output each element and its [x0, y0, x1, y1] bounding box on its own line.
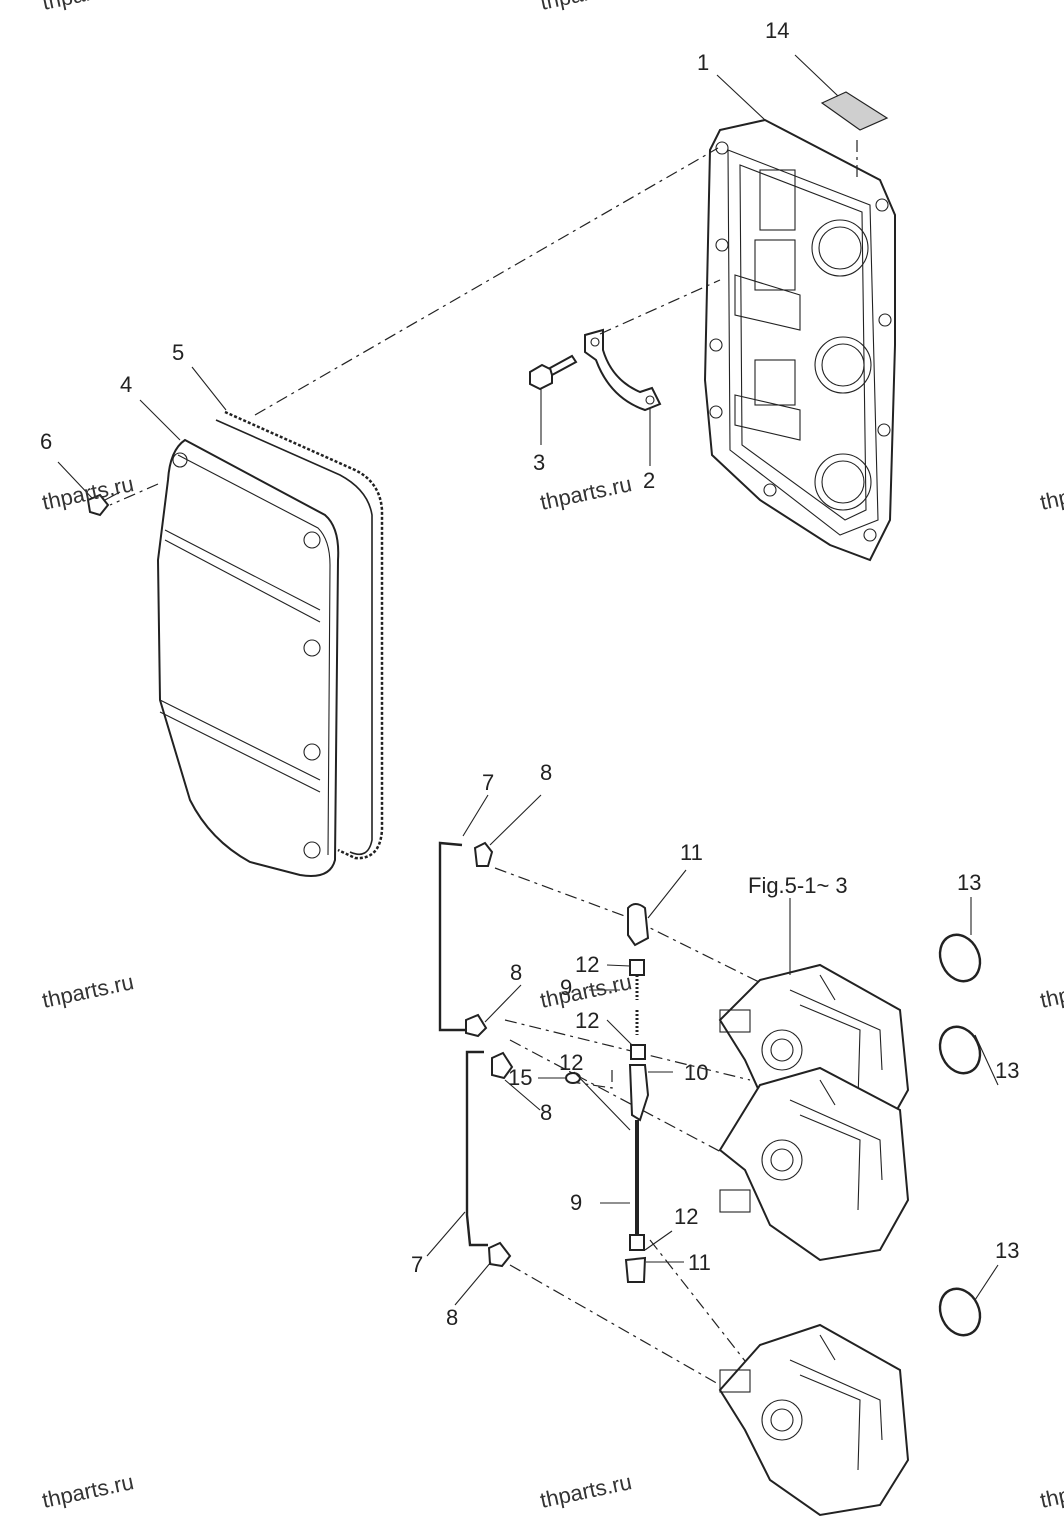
carburetor-middle	[718, 1066, 910, 1262]
callout-8-top: 8	[540, 760, 552, 785]
screw-part-6	[86, 491, 121, 517]
gasket-part-5	[215, 410, 384, 860]
silencer-plate-part-1	[703, 118, 896, 562]
callout-2: 2	[643, 468, 655, 493]
callout-8-third: 8	[540, 1100, 552, 1125]
callout-10: 10	[684, 1060, 708, 1085]
callout-12-c: 12	[559, 1050, 583, 1075]
watermark: thparts.ru	[40, 0, 136, 15]
watermark: thparts.ru	[1038, 471, 1064, 515]
watermark: thparts.ru	[40, 1469, 136, 1513]
watermark: thparts.ru	[1038, 969, 1064, 1013]
o-rings-part-13	[938, 933, 982, 1337]
callout-13-top: 13	[957, 870, 981, 895]
callout-13-middle: 13	[995, 1058, 1019, 1083]
carburetor-bottom	[718, 1323, 910, 1517]
callout-7-bottom: 7	[411, 1252, 423, 1277]
callout-6: 6	[40, 429, 52, 454]
link-rods-part-7	[438, 841, 488, 1247]
callout-3: 3	[533, 450, 545, 475]
watermark: thparts.ru	[40, 471, 136, 515]
joints-part-8	[465, 841, 514, 1268]
silencer-cover-part-4	[156, 438, 340, 877]
callout-1: 1	[697, 50, 709, 75]
callout-9-lower: 9	[570, 1190, 582, 1215]
callout-7-top: 7	[482, 770, 494, 795]
watermark: thparts.ru	[538, 1469, 634, 1513]
callout-15: 15	[508, 1065, 532, 1090]
label-part-14	[820, 91, 889, 131]
callout-8-second: 8	[510, 960, 522, 985]
callout-13-bottom: 13	[995, 1238, 1019, 1263]
watermark: thparts.ru	[1038, 1469, 1064, 1513]
callout-4: 4	[120, 372, 132, 397]
callout-12-b: 12	[575, 1008, 599, 1033]
callout-11-bottom: 11	[688, 1250, 711, 1275]
bolt-part-3	[529, 354, 578, 391]
figure-reference: Fig.5-1~ 3	[748, 873, 848, 898]
callout-14: 14	[765, 18, 789, 43]
leader-lines	[57, 54, 999, 1306]
watermark: thparts.ru	[40, 969, 136, 1013]
watermark: thparts.ru	[538, 0, 634, 15]
callout-8-bottom: 8	[446, 1305, 458, 1330]
watermark: thparts.ru	[538, 471, 634, 515]
callout-11-top: 11	[680, 840, 703, 865]
throttle-rod-assembly	[565, 903, 650, 1283]
callout-12-a: 12	[575, 952, 599, 977]
callout-9-upper: 9	[560, 975, 572, 1000]
callout-5: 5	[172, 340, 184, 365]
clamp-bracket-part-2	[584, 328, 662, 412]
callout-12-d: 12	[674, 1204, 698, 1229]
callout-labels: 1 14 5 4 6 3 2 7 8 11 Fig.5-1~ 3 13 12 8…	[40, 18, 1019, 1330]
